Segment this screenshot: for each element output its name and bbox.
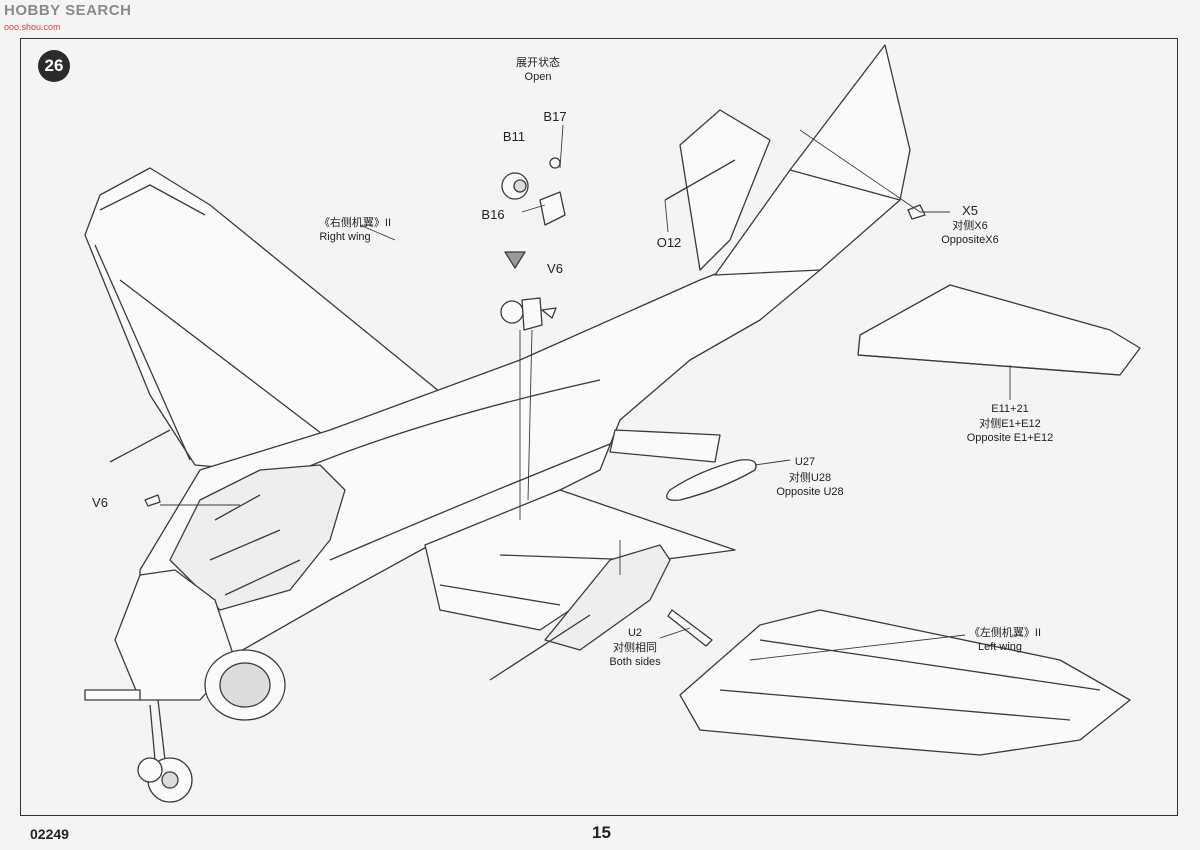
label-u27-opposite-cn: 对侧U28 xyxy=(788,472,832,484)
part-x5 xyxy=(907,204,926,220)
label-open-en: Open xyxy=(524,71,552,83)
left-wing xyxy=(679,609,1131,756)
rod-o12 xyxy=(664,159,736,201)
label-u2-both-en: Both sides xyxy=(609,656,661,668)
horizontal-stabilizer-top xyxy=(679,109,771,271)
label-e11-opposite-en: Opposite E1+E12 xyxy=(966,432,1054,444)
stabilizer-e11 xyxy=(857,284,1141,376)
label-v6-top: V6 xyxy=(547,261,563,276)
label-u2-both-cn: 对侧相同 xyxy=(613,642,657,654)
label-e11: E11+21 xyxy=(991,403,1029,415)
label-right-wing-en: Right wing xyxy=(319,231,371,243)
label-b17: B17 xyxy=(543,109,567,124)
label-x5-opposite-en: OppositeX6 xyxy=(941,234,999,246)
part-b16 xyxy=(539,191,566,226)
panel-v xyxy=(609,429,721,463)
label-v6-left: V6 xyxy=(92,495,108,510)
label-left-wing-cn: 《左侧机翼》II xyxy=(968,627,1042,639)
kit-code: 02249 xyxy=(30,826,69,842)
label-b11: B11 xyxy=(502,129,526,144)
nose-gear xyxy=(149,699,166,761)
label-u27-opposite-en: Opposite U28 xyxy=(776,486,844,498)
label-left-wing-en: Left wing xyxy=(977,641,1023,653)
watermark-brand: HOBBY SEARCH xyxy=(4,2,132,19)
page-number: 15 xyxy=(592,823,611,842)
watermark-site: ooo.shou.com xyxy=(4,22,61,32)
cockpit xyxy=(169,464,346,611)
page-border xyxy=(20,38,1178,816)
label-u27: U27 xyxy=(794,456,816,468)
label-b16: B16 xyxy=(481,207,505,222)
label-x5: X5 xyxy=(962,203,978,218)
label-u2: U2 xyxy=(627,627,643,639)
label-x5-opposite-cn: 对侧X6 xyxy=(952,220,988,232)
label-e11-opposite-cn: 对侧E1+E12 xyxy=(979,418,1041,430)
step-number-badge: 26 xyxy=(38,50,70,82)
pod-u27 xyxy=(666,459,757,501)
label-o12: O12 xyxy=(656,235,682,250)
nose xyxy=(114,569,236,701)
label-right-wing-cn: 《右侧机翼》II xyxy=(318,217,392,229)
part-b17 xyxy=(549,157,561,169)
label-open-cn: 展开状态 xyxy=(516,57,560,69)
fuselage xyxy=(139,244,821,681)
